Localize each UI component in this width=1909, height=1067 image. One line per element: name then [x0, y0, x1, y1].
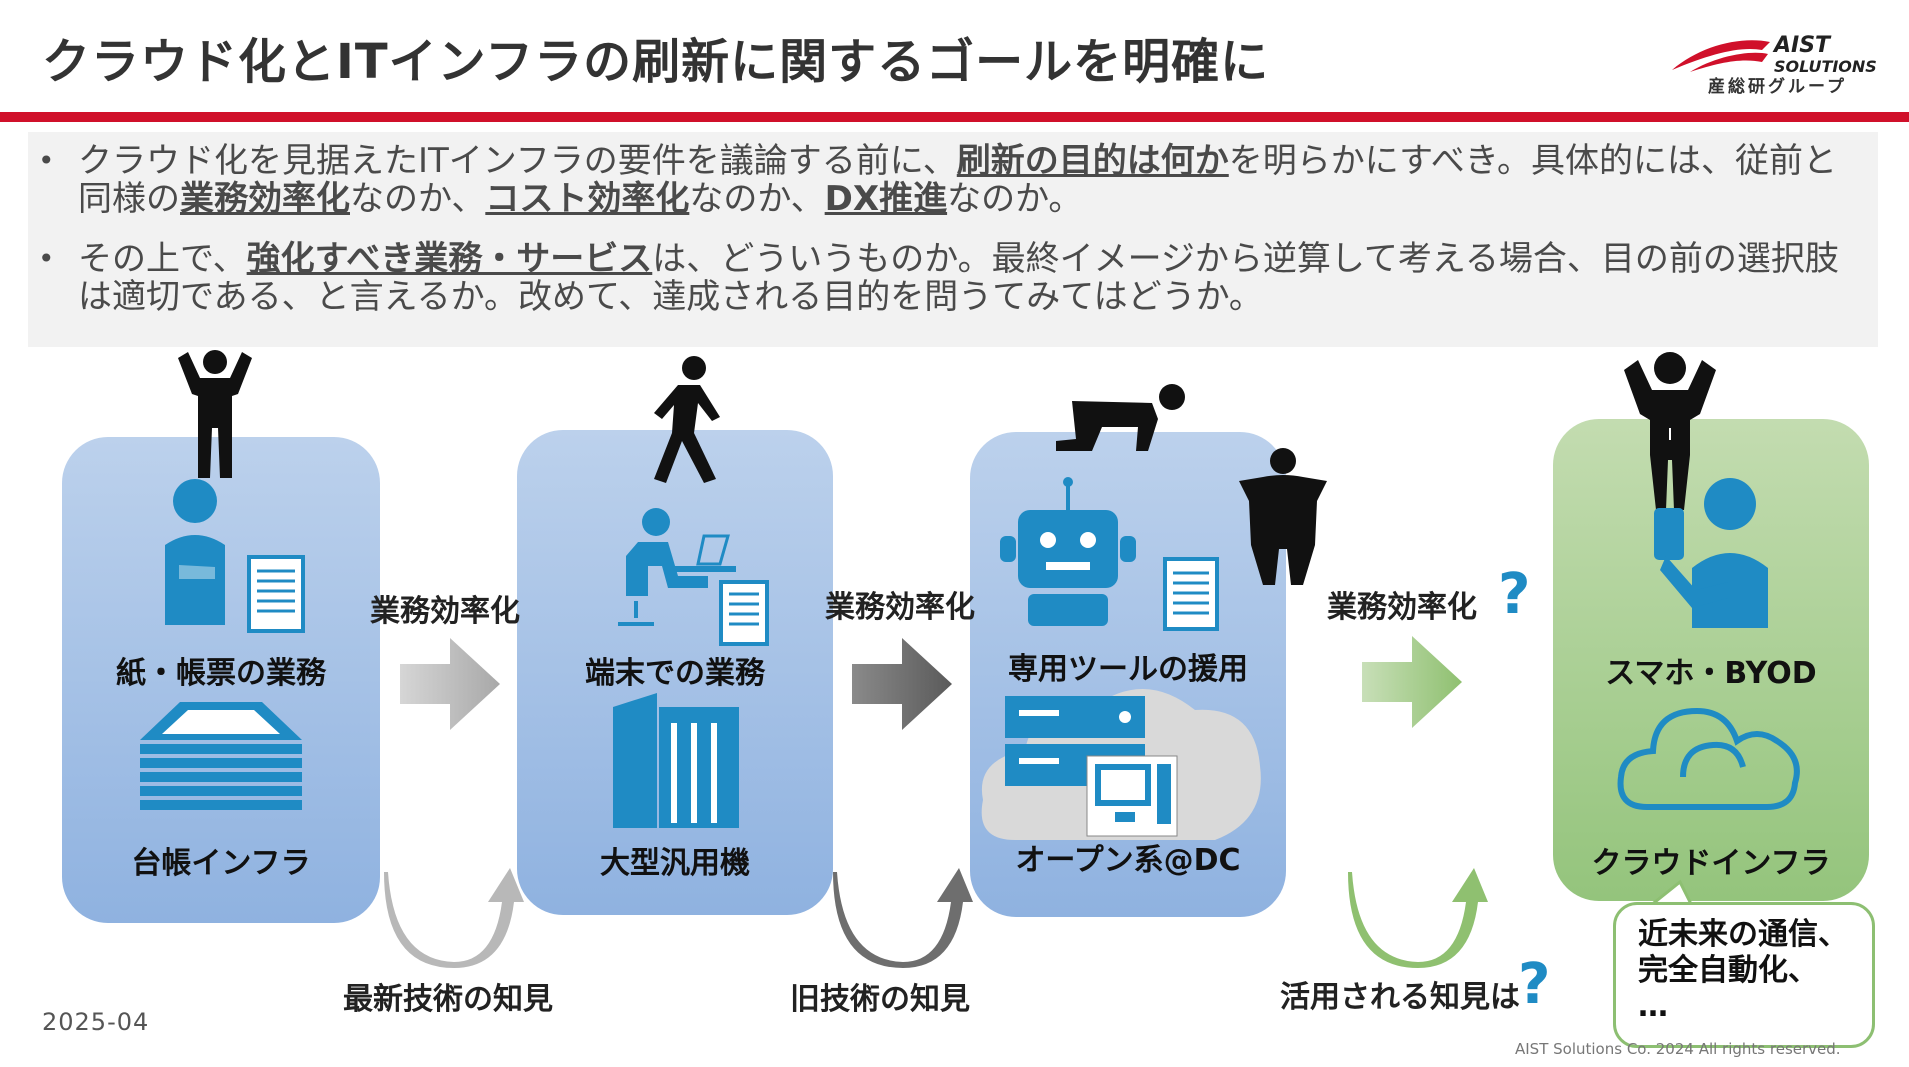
- question-mark-icon: ?: [1518, 952, 1551, 1017]
- stage-1-top-label: 紙・帳票の業務: [116, 656, 326, 691]
- bullet-1-part-5: なのか、: [350, 179, 486, 219]
- page-title: クラウド化とITインフラの刷新に関するゴールを明確に: [42, 34, 1270, 90]
- stage-box-1: [62, 437, 380, 923]
- bullet-1-part-7: なのか、: [689, 179, 825, 219]
- right-arrow-icon: [400, 638, 500, 730]
- stage-3-bottom-label: オープン系@DC: [1015, 843, 1241, 878]
- stage-3-top-label: 専用ツールの援用: [1008, 652, 1248, 687]
- u-turn-arrow-icon: [1348, 868, 1488, 968]
- right-arrow-icon: [1362, 636, 1462, 728]
- bullet-2-part-1: その上で、: [78, 239, 247, 279]
- future-callout: 近未来の通信、 完全自動化、 …: [1613, 902, 1875, 1048]
- transition-3-label: 業務効率化: [1327, 590, 1477, 625]
- muscular-person-icon: [1624, 352, 1716, 510]
- aist-solutions-logo: AIST SOLUTIONS: [1672, 33, 1877, 76]
- footer-date: 2025-04: [42, 1008, 150, 1036]
- bullet-1-part-9: なのか。: [947, 179, 1083, 219]
- stage-2-bottom-label: 大型汎用機: [600, 846, 750, 881]
- walking-person-icon: [654, 356, 720, 483]
- bullet-2-part-3: は、どういうものか。最終イメージから逆算して考える場合、目の前の選択肢は適切であ…: [78, 239, 1839, 317]
- callout-line-2: 完全自動化、: [1638, 953, 1818, 988]
- stage-2-top-label: 端末での業務: [585, 656, 765, 691]
- bullet-1-part-1: クラウド化を見据えたITインフラの要件を議論する前に、: [78, 141, 957, 181]
- stage-1-bottom-label: 台帳インフラ: [131, 846, 311, 881]
- bullet-1-part-8: DX推進: [824, 179, 948, 219]
- office-worker-icon: [165, 479, 225, 625]
- smartphone-user-icon: [1654, 478, 1768, 628]
- question-mark-icon: ?: [1498, 562, 1531, 627]
- right-arrow-icon: [852, 638, 952, 730]
- stage-box-2: [517, 430, 833, 915]
- transition-2-label: 業務効率化: [825, 590, 975, 625]
- bullet-2-text: その上で、強化すべき業務・サービスは、どういうものか。最終イメージから逆算して考…: [78, 239, 1839, 317]
- knowledge-label-2: 旧技術の知見: [790, 982, 970, 1017]
- document-icon: [719, 580, 769, 646]
- bullet-1-text: クラウド化を見据えたITインフラの要件を議論する前に、刷新の目的は何かを明らかに…: [78, 141, 1837, 219]
- ledger-stack-icon: [140, 702, 302, 810]
- logo-text-solutions: SOLUTIONS: [1774, 57, 1877, 76]
- u-turn-arrow-icon: [833, 868, 973, 968]
- cloud-icon: [1617, 707, 1800, 810]
- transition-1-label: 業務効率化: [370, 594, 520, 629]
- document-icon: [247, 555, 305, 633]
- u-turn-arrow-icon: [384, 868, 524, 968]
- robot-icon: [1000, 477, 1136, 626]
- stage-4-top-label: スマホ・BYOD: [1605, 656, 1817, 691]
- computer-worker-icon: [618, 508, 736, 626]
- bullet-1: • クラウド化を見据えたITインフラの要件を議論する前に、刷新の目的は何かを明ら…: [38, 141, 1838, 219]
- knowledge-label-1: 最新技術の知見: [343, 982, 553, 1017]
- logo-text-aist: AIST: [1772, 33, 1832, 58]
- overweight-person-icon: [1239, 448, 1327, 585]
- callout-line-1: 近未来の通信、: [1638, 917, 1848, 952]
- logo-subtitle: 産総研グループ: [1708, 77, 1847, 97]
- footer-copyright: AIST Solutions Co. 2024 All rights reser…: [1515, 1040, 1841, 1058]
- bullet-1-part-2: 刷新の目的は何か: [956, 141, 1229, 181]
- mainframe-building-icon: [613, 693, 739, 828]
- knowledge-label-3: 活用される知見は: [1280, 980, 1520, 1015]
- strong-person-icon: [178, 350, 252, 478]
- crawling-person-icon: [1056, 384, 1185, 451]
- header-divider: [0, 112, 1909, 122]
- bullet-2-part-2: 強化すべき業務・サービス: [246, 239, 653, 279]
- bullet-2: • その上で、強化すべき業務・サービスは、どういうものか。最終イメージから逆算し…: [38, 239, 1839, 317]
- bullet-1-part-6: コスト効率化: [485, 179, 690, 219]
- bullet-1-part-3: を明らかにすべき。具体的には、従前と同様の: [78, 141, 1838, 219]
- document-icon: [1163, 557, 1219, 631]
- callout-line-3: …: [1638, 989, 1668, 1024]
- cloud-server-icon: [981, 688, 1261, 840]
- stage-4-bottom-label: クラウドインフラ: [1591, 846, 1831, 881]
- bullet-box: • クラウド化を見据えたITインフラの要件を議論する前に、刷新の目的は何かを明ら…: [28, 132, 1878, 347]
- bullet-1-part-4: 業務効率化: [180, 179, 350, 219]
